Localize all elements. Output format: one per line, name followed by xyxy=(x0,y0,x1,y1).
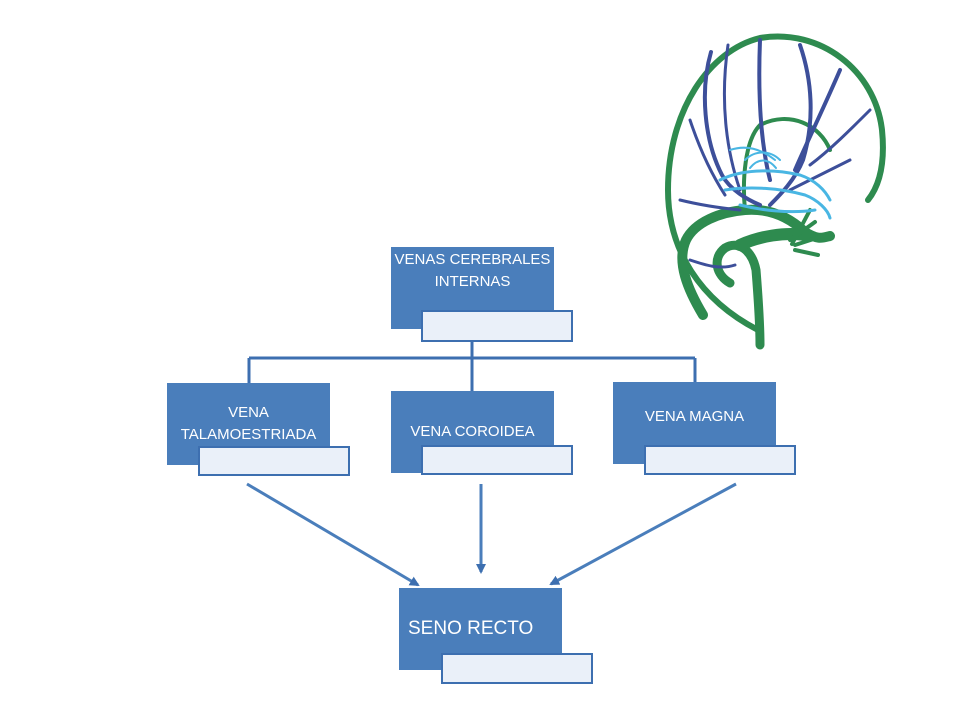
node-label: SENO RECTO xyxy=(408,618,534,639)
arrow-talamoestriada-to-seno xyxy=(246,482,420,587)
node-label: VENAS CEREBRALES INTERNAS xyxy=(394,251,551,290)
node-tab xyxy=(421,310,573,342)
node-tab xyxy=(644,445,796,475)
node-label: VENA MAGNA xyxy=(644,408,745,425)
node-tab xyxy=(421,445,573,475)
tree-connector xyxy=(247,340,697,391)
node-tab xyxy=(198,446,350,476)
node-tab xyxy=(441,653,593,684)
node-label: VENA TALAMOESTRIADA xyxy=(180,404,317,443)
arrow-magna-to-seno xyxy=(549,482,737,586)
node-label: VENA COROIDEA xyxy=(410,423,535,440)
